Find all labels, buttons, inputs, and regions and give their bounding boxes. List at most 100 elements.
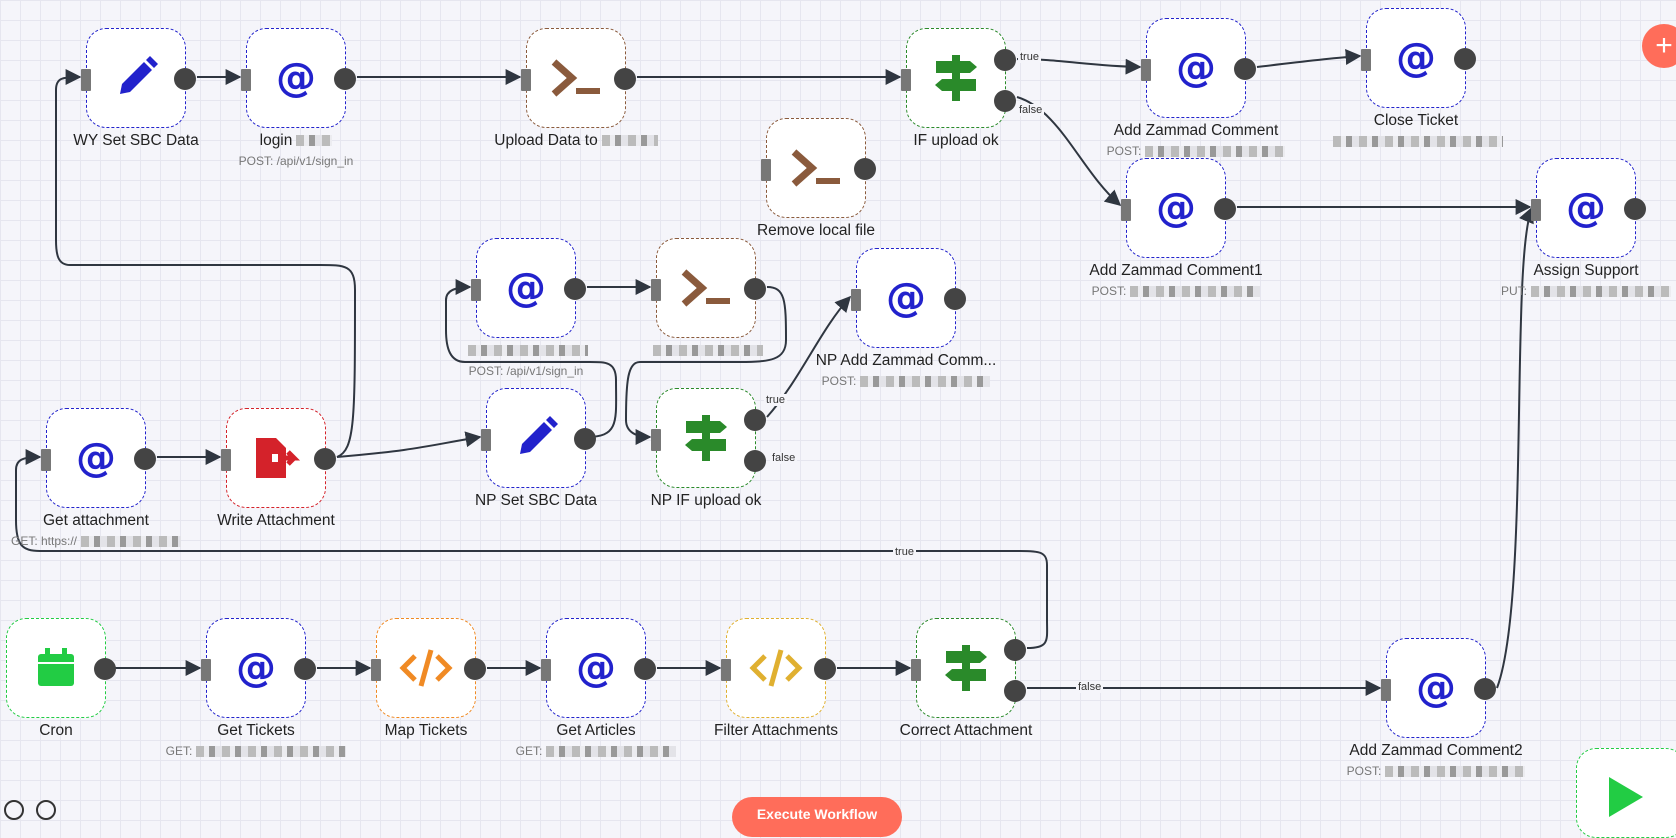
input-handle[interactable] xyxy=(1531,199,1541,221)
output-handle[interactable] xyxy=(1234,58,1256,80)
input-handle[interactable] xyxy=(221,449,231,471)
node-close-ticket[interactable]: @ xyxy=(1361,8,1476,108)
input-handle[interactable] xyxy=(1121,199,1131,221)
node-map-tickets[interactable] xyxy=(371,618,486,718)
input-handle[interactable] xyxy=(851,289,861,311)
connection-5[interactable] xyxy=(1256,48,1362,68)
input-handle[interactable] xyxy=(901,69,911,91)
input-handle[interactable] xyxy=(201,659,211,681)
output-handle[interactable] xyxy=(814,658,836,680)
node-write-attachment[interactable] xyxy=(221,408,336,508)
output-handle[interactable] xyxy=(634,658,656,680)
output-handle[interactable] xyxy=(334,68,356,90)
node-login[interactable]: @ xyxy=(241,28,356,128)
redacted-text xyxy=(196,746,347,758)
input-handle[interactable] xyxy=(481,429,491,451)
node-add-comment[interactable]: @ xyxy=(1141,18,1256,118)
zoom-out-icon[interactable] xyxy=(36,800,56,820)
connection-4[interactable] xyxy=(1016,96,1122,207)
node-title: login xyxy=(259,132,293,149)
node-if-upload[interactable] xyxy=(901,28,1016,128)
input-handle[interactable] xyxy=(911,659,921,681)
connection-9[interactable] xyxy=(336,431,482,458)
node-remove-file[interactable] xyxy=(761,118,876,218)
output-handle[interactable] xyxy=(1624,198,1646,220)
input-handle[interactable] xyxy=(721,659,731,681)
output-handle[interactable] xyxy=(464,658,486,680)
output-handle[interactable] xyxy=(314,448,336,470)
file-export-icon xyxy=(248,430,304,486)
input-handle[interactable] xyxy=(1361,49,1371,71)
output-handle[interactable] xyxy=(174,68,196,90)
connections-layer xyxy=(15,48,1534,696)
node-upload[interactable] xyxy=(521,28,636,128)
add-node-button[interactable]: + xyxy=(1642,24,1676,68)
node-get-attachment[interactable]: @ xyxy=(41,408,156,508)
node-add-comment2[interactable]: @ xyxy=(1381,638,1496,738)
output-handle[interactable] xyxy=(294,658,316,680)
edge-label-false: false xyxy=(1076,681,1104,693)
output-handle[interactable] xyxy=(744,278,766,300)
node-get-tickets[interactable]: @ xyxy=(201,618,316,718)
output-handle[interactable] xyxy=(1474,678,1496,700)
svg-text:@: @ xyxy=(1156,185,1196,231)
input-handle[interactable] xyxy=(541,659,551,681)
node-correct-attachment[interactable] xyxy=(911,618,1026,718)
node-title: Get Tickets xyxy=(217,722,295,739)
output-handle[interactable] xyxy=(1454,48,1476,70)
execute-workflow-button[interactable]: Execute Workflow xyxy=(732,797,902,837)
node-np-if[interactable] xyxy=(651,388,766,488)
node-wy-set[interactable] xyxy=(81,28,196,128)
start-node[interactable] xyxy=(1576,748,1676,838)
node-np-add-comment[interactable]: @ xyxy=(851,248,966,348)
input-handle[interactable] xyxy=(651,279,661,301)
node-np-upload[interactable] xyxy=(651,238,766,338)
input-handle[interactable] xyxy=(241,69,251,91)
connection-10[interactable] xyxy=(55,69,357,458)
node-cron[interactable] xyxy=(6,618,116,718)
output-handle-true[interactable] xyxy=(744,409,766,431)
input-handle[interactable] xyxy=(761,159,771,181)
plus-icon: + xyxy=(1655,29,1673,62)
node-label: Add Zammad Comment xyxy=(1086,122,1306,140)
node-filter-attachments[interactable] xyxy=(721,618,836,718)
input-handle[interactable] xyxy=(81,69,91,91)
output-handle-true[interactable] xyxy=(994,49,1016,71)
node-label: NP Add Zammad Comm... xyxy=(796,352,1016,370)
zoom-in-icon[interactable] xyxy=(4,800,24,820)
edge-label-true: true xyxy=(893,546,916,558)
output-handle[interactable] xyxy=(614,68,636,90)
output-handle[interactable] xyxy=(574,428,596,450)
node-subtitle-text: PUT: xyxy=(1500,284,1527,298)
connection-11[interactable] xyxy=(445,279,618,438)
at-icon: @ xyxy=(228,640,284,696)
output-handle-false[interactable] xyxy=(994,90,1016,112)
connection-13[interactable] xyxy=(624,286,788,445)
node-np-set[interactable] xyxy=(481,388,596,488)
input-handle[interactable] xyxy=(521,69,531,91)
node-get-articles[interactable]: @ xyxy=(541,618,656,718)
input-handle[interactable] xyxy=(1141,59,1151,81)
node-add-comment1[interactable]: @ xyxy=(1121,158,1236,258)
output-handle-false[interactable] xyxy=(1004,680,1026,702)
output-handle[interactable] xyxy=(564,278,586,300)
output-handle[interactable] xyxy=(1214,198,1236,220)
connection-7[interactable] xyxy=(1496,206,1534,689)
output-handle[interactable] xyxy=(94,658,116,680)
input-handle[interactable] xyxy=(41,449,51,471)
input-handle[interactable] xyxy=(1381,679,1391,701)
output-handle-true[interactable] xyxy=(1004,639,1026,661)
output-handle[interactable] xyxy=(854,158,876,180)
input-handle[interactable] xyxy=(371,659,381,681)
node-np-login[interactable]: @ xyxy=(471,238,586,338)
input-handle[interactable] xyxy=(651,429,661,451)
output-handle[interactable] xyxy=(944,288,966,310)
node-title: Add Zammad Comment1 xyxy=(1089,262,1263,279)
connection-20[interactable] xyxy=(15,449,1049,649)
output-handle[interactable] xyxy=(134,448,156,470)
input-handle[interactable] xyxy=(471,279,481,301)
node-assign-support[interactable]: @ xyxy=(1531,158,1646,258)
output-handle-false[interactable] xyxy=(744,450,766,472)
at-icon: @ xyxy=(1408,660,1464,716)
